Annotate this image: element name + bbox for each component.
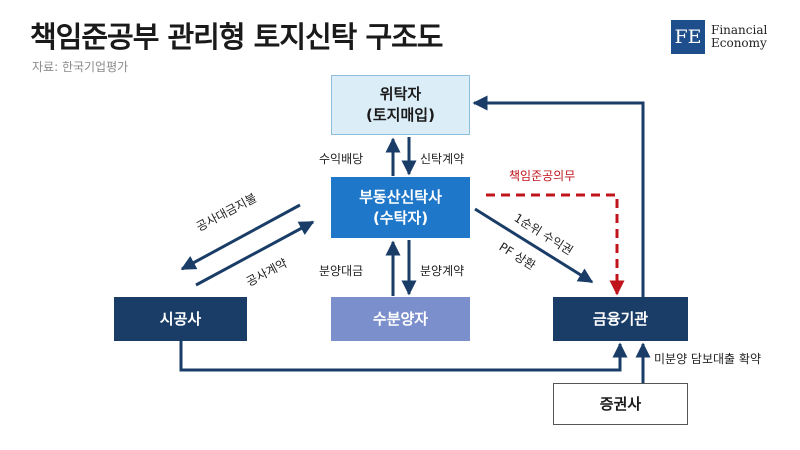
source-note: 자료: 한국기업평가: [32, 60, 129, 74]
logo-wordmark: Financial Economy: [711, 24, 767, 50]
arrow-completion-obligation: [486, 193, 625, 296]
buyer-box: 수분양자: [331, 297, 470, 341]
securities-box: 증권사: [553, 383, 688, 425]
securities-label: 증권사: [599, 394, 642, 413]
label-completion-obligation: 책임준공의무: [509, 169, 576, 183]
bank-label: 금융기관: [592, 309, 649, 328]
label-profit-dividend: 수익배당: [319, 152, 364, 166]
diagram-title: 책임준공부 관리형 토지신탁 구조도: [30, 20, 443, 54]
arrow-construction-payment: [180, 203, 301, 271]
trustee-label: 부동산신탁사: [359, 187, 442, 206]
arrow-bank-to-trustor: [472, 95, 645, 297]
label-sale-contract: 분양계약: [420, 264, 465, 278]
arrow-beneficiary-right: [474, 207, 594, 284]
trustor-label: 위탁자: [379, 85, 422, 103]
publisher-logo: FE Financial Economy: [671, 20, 767, 54]
label-loan-commitment: 미분양 담보대출 확약: [654, 352, 761, 366]
bank-box: 금융기관: [553, 297, 688, 341]
builder-box: 시공사: [114, 297, 247, 341]
arrow-builder-to-bank: [179, 341, 628, 372]
buyer-label: 수분양자: [372, 309, 429, 328]
label-sale-payment: 분양대금: [319, 264, 364, 278]
trustor-sublabel: (토지매입): [366, 106, 435, 124]
builder-label: 시공사: [159, 309, 202, 328]
arrow-construction-contract: [195, 220, 315, 287]
logo-line-2: Economy: [711, 36, 767, 50]
logo-line-1: Financial: [711, 23, 768, 37]
trustor-box: 위탁자 (토지매입): [331, 75, 470, 135]
label-trust-contract: 신탁계약: [420, 152, 465, 166]
trustee-sublabel: (수탁자): [372, 208, 429, 227]
trustee-box: 부동산신탁사 (수탁자): [331, 177, 470, 238]
logo-mark: FE: [671, 20, 705, 54]
